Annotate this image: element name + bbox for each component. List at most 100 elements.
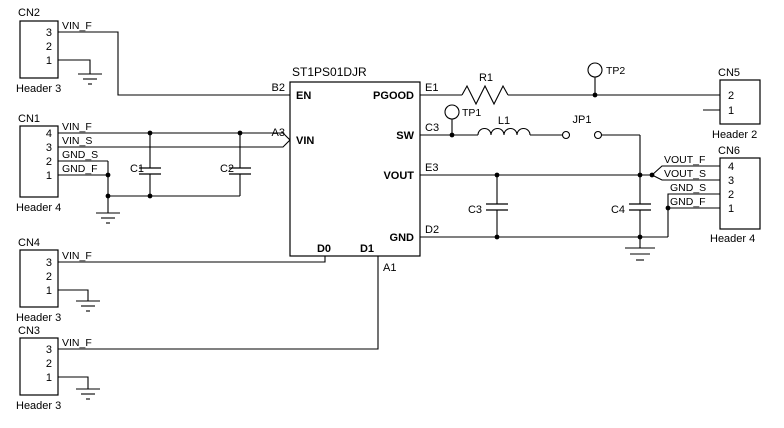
- jp1-refdes: JP1: [573, 114, 592, 126]
- cn3-net-label-vin-f: VIN_F: [62, 337, 92, 349]
- ic-pin-pgood-designator: E1: [425, 82, 438, 94]
- connector-cn4: CN4 3 2 1 Header 3 VIN_F: [16, 237, 326, 324]
- capacitor-c3: [486, 175, 508, 237]
- wire-vinf-cn3-to-d1: [58, 256, 379, 350]
- cn2-pin3-number: 3: [46, 27, 52, 39]
- wire-vinf-cn4-to-d0: [58, 256, 326, 263]
- cn6-type-label: Header 4: [710, 233, 755, 245]
- junction-dot: [665, 205, 671, 211]
- testpoint-tp2-icon: [587, 62, 603, 78]
- cn6-pin4-number: 4: [728, 161, 734, 173]
- cn1-net-label-vin-s: VIN_S: [62, 135, 92, 147]
- ground-icon: [625, 247, 655, 261]
- cn4-pin2-number: 2: [46, 271, 52, 283]
- junction-dot: [237, 130, 243, 136]
- cn4-type-label: Header 3: [16, 312, 61, 324]
- cn3-pin1-number: 1: [46, 372, 52, 384]
- ground-icon: [78, 73, 102, 85]
- sw-vout-net: TP1 L1 JP1 C3 C4: [420, 104, 668, 261]
- tp2-refdes: TP2: [606, 65, 625, 77]
- ic-pin-vin-designator: A3: [272, 127, 285, 139]
- wire-vinf-cn2-to-en: [58, 31, 290, 96]
- wire-cn4-pin1-to-gnd: [58, 289, 89, 301]
- jumper-jp1-pin2-icon: [593, 130, 603, 140]
- cn1-net-label-vin-f: VIN_F: [62, 121, 92, 133]
- testpoint-tp1-icon: [444, 104, 460, 120]
- cn3-refdes: CN3: [18, 325, 40, 337]
- connector-cn1: CN1 4 3 2 1 Header 4 VIN_F VIN_S GND_S G…: [16, 113, 291, 224]
- c3-refdes: C3: [468, 204, 482, 216]
- junction-dot: [449, 132, 455, 138]
- junction-dot: [147, 193, 153, 199]
- cn6-pin3-number: 3: [728, 175, 734, 187]
- wire-vouts-to-cn6: [651, 174, 720, 181]
- wire-vinf-cn1-to-vin: [58, 132, 291, 141]
- ic-pin-en-name: EN: [296, 90, 311, 102]
- cn4-pin1-number: 1: [46, 285, 52, 297]
- cn1-pin1-number: 1: [46, 170, 52, 182]
- cn5-refdes: CN5: [718, 67, 740, 79]
- ic-pin-d0-name: D0: [317, 243, 331, 255]
- ic-pin-gnd-designator: D2: [425, 224, 439, 236]
- cn2-type-label: Header 3: [16, 83, 61, 95]
- junction-dot: [637, 234, 643, 240]
- ground-icon: [96, 212, 120, 224]
- cn6-body: [719, 157, 761, 230]
- ground-icon: [76, 300, 100, 312]
- ic-pin-gnd-name: GND: [390, 232, 415, 244]
- cn2-pin1-number: 1: [46, 55, 52, 67]
- cn6-net-label-gnd-s: GND_S: [670, 182, 706, 194]
- r1-refdes: R1: [479, 72, 493, 84]
- cn1-body: [19, 125, 59, 198]
- cn6-net-label-gnd-f: GND_F: [670, 196, 706, 208]
- junction-dot: [592, 92, 598, 98]
- ic-pin-sw-name: SW: [396, 130, 414, 142]
- ic-title: ST1PS01DJR: [292, 65, 367, 79]
- cn2-body: [19, 20, 59, 79]
- cn6-pin2-number: 2: [728, 189, 734, 201]
- cn2-pin2-number: 2: [46, 41, 52, 53]
- junction-dot: [494, 172, 500, 178]
- junction-dot: [105, 172, 111, 178]
- c4-refdes: C4: [611, 204, 625, 216]
- cn4-body: [19, 249, 59, 308]
- ic-pin-vout-designator: E3: [425, 162, 438, 174]
- cn1-refdes: CN1: [18, 113, 40, 125]
- cn4-refdes: CN4: [18, 237, 40, 249]
- cn1-net-label-gnd-f: GND_F: [62, 163, 98, 175]
- cn1-type-label: Header 4: [16, 202, 61, 214]
- cn1-pin4-number: 4: [46, 128, 52, 140]
- cn2-net-label-vin-f: VIN_F: [62, 20, 92, 32]
- pgood-net: R1 TP2: [420, 62, 720, 106]
- cn1-pin3-number: 3: [46, 142, 52, 154]
- ic-pin-d1-designator: A1: [383, 262, 396, 274]
- inductor-l1: [477, 127, 531, 136]
- junction-dot: [637, 172, 643, 178]
- cn5-body: [719, 79, 761, 125]
- resistor-r1: [461, 84, 509, 106]
- connector-cn3: CN3 3 2 1 Header 3 VIN_F: [16, 256, 379, 412]
- cn6-refdes: CN6: [718, 145, 740, 157]
- cn3-body: [19, 337, 59, 396]
- jumper-jp1-pin1-icon: [561, 130, 571, 140]
- c1-refdes: C1: [130, 163, 144, 175]
- cn1-pin2-number: 2: [46, 156, 52, 168]
- wire-cn2-pin1-to-gnd: [58, 59, 91, 74]
- cn4-pin3-number: 3: [46, 257, 52, 269]
- ic-body: [289, 81, 421, 257]
- ground-icon: [76, 388, 100, 400]
- cn6-pin1-number: 1: [728, 203, 734, 215]
- wire-voutf-to-cn6: [651, 165, 720, 176]
- cn5-pin1-number: 1: [728, 105, 734, 117]
- ic-st1ps01djr: ST1PS01DJR B2 EN A3 VIN PGOOD E1 SW C3 V…: [272, 65, 440, 274]
- cn2-refdes: CN2: [18, 7, 40, 19]
- capacitor-c4: [629, 203, 651, 237]
- cn6-net-label-vout-s: VOUT_S: [664, 168, 706, 180]
- cn4-net-label-vin-f: VIN_F: [62, 250, 92, 262]
- capacitor-c2: [229, 133, 251, 196]
- cn3-type-label: Header 3: [16, 400, 61, 412]
- cn3-pin2-number: 2: [46, 358, 52, 370]
- junction-dot: [494, 234, 500, 240]
